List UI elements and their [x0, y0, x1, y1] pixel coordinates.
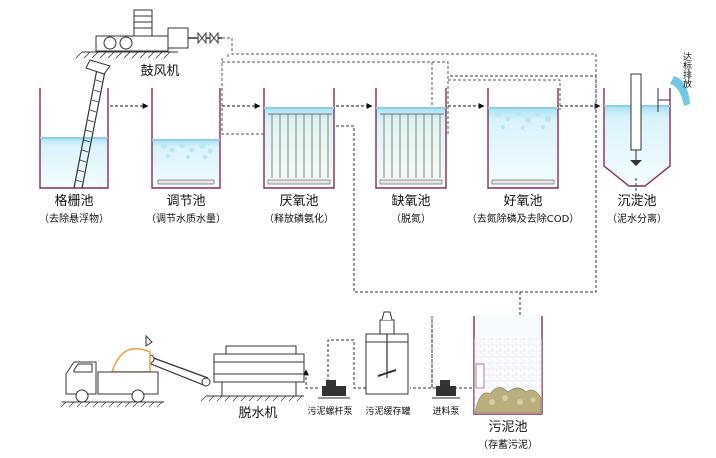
tank-sedimentation-desc: （泥水分离） [607, 214, 667, 225]
tank-anaerobic [263, 88, 335, 189]
tank-grating-desc: （去除悬浮物） [39, 214, 109, 225]
air-lines [221, 37, 597, 135]
blower-label: 鼓风机 [140, 64, 180, 79]
tank-anoxic-name: 缺氧池 [391, 194, 431, 209]
tank-equalization [151, 88, 221, 189]
tank-equalization-desc: （调节水质水量） [146, 214, 226, 225]
tank-aerobic-desc: （去氮除磷及去除COD） [466, 214, 580, 225]
dewatering-machine [200, 345, 305, 402]
tank-sedimentation-name: 沉淀池 [617, 194, 657, 209]
tank-aerobic-name: 好氧池 [503, 194, 543, 209]
sludge-pond-name: 污泥池 [488, 420, 528, 435]
sludge-lines [303, 75, 637, 389]
biofilm-media [271, 114, 329, 178]
tank-sludge-pond [473, 316, 543, 415]
dewater-label: 脱水机 [238, 406, 278, 421]
tank-grating [39, 59, 111, 189]
tank-anoxic [375, 88, 447, 189]
discharge-label: 达标排放 [681, 52, 691, 88]
tank-grating-name: 格栅池 [54, 194, 94, 209]
sludge-buffer-tank [365, 311, 409, 395]
tank-anoxic-desc: （脱氮） [391, 214, 431, 225]
bar-screen-conveyor [73, 59, 111, 189]
tank-equalization-name: 调节池 [166, 194, 206, 209]
buffer-tank-label: 污泥缓存罐 [365, 407, 411, 417]
tank-sedimentation [603, 73, 690, 187]
tank-aerobic [487, 88, 559, 189]
feed-pump [432, 380, 460, 399]
tank-anaerobic-name: 厌氧池 [279, 194, 319, 209]
tank-anaerobic-desc: （释放磷氨化） [264, 214, 334, 225]
truck-icon [60, 348, 164, 408]
sludge-pond-desc: （存蓄污泥） [478, 440, 538, 451]
screw-pump [318, 380, 350, 399]
blower-machine [75, 9, 222, 59]
feed-pump-label: 进料泵 [432, 407, 460, 417]
screw-pump-label: 污泥螺杆泵 [307, 407, 353, 417]
